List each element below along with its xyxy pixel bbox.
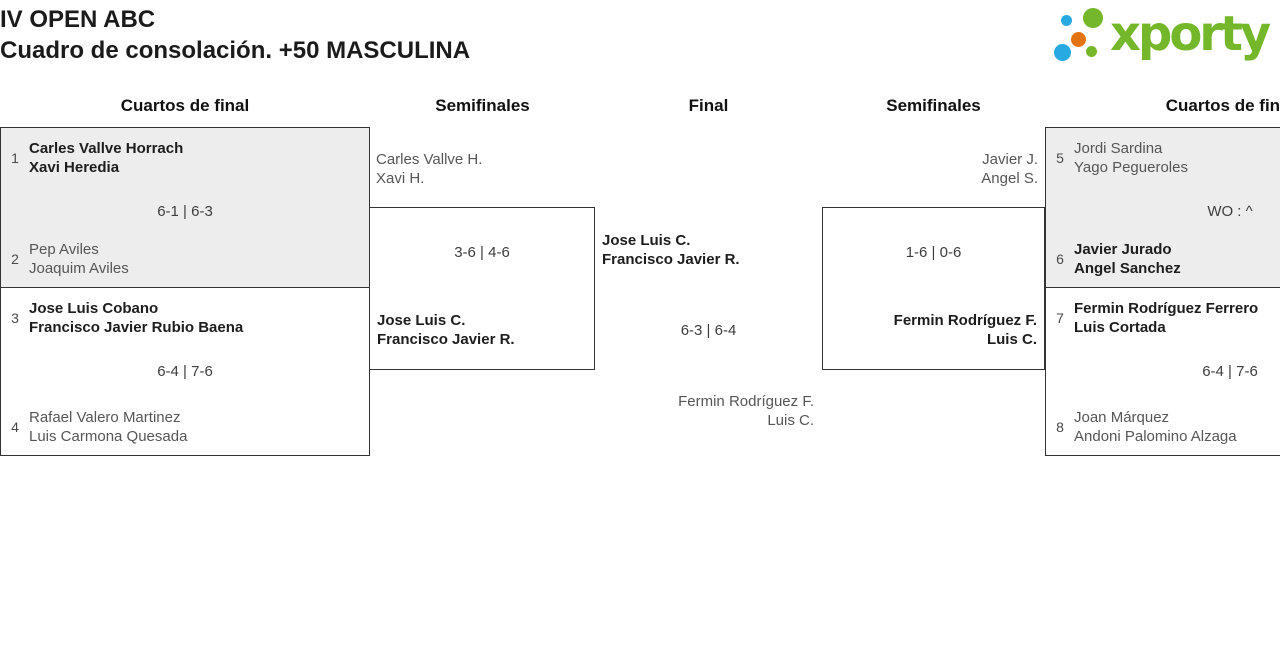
team-pair: 3 Jose Luis Cobano Francisco Javier Rubi… <box>1 299 369 337</box>
match-box-qf-right-2[interactable]: 7 Fermin Rodríguez Ferrero Luis Cortada … <box>1045 287 1280 456</box>
player-name: Xavi Heredia <box>29 159 120 176</box>
seed-number: 7 <box>1056 310 1064 326</box>
logo-dot-icon <box>1054 44 1071 61</box>
player-name: Jose Luis C. <box>602 232 691 249</box>
player-name: Fermin Rodríguez F. <box>678 393 814 410</box>
match-score: 1-6 | 0-6 <box>905 244 962 261</box>
player-name: Luis Carmona Quesada <box>29 428 188 445</box>
final-runner-up-team: Fermin Rodríguez F. Luis C. <box>595 392 814 430</box>
xporty-logo[interactable]: xporty <box>1050 6 1280 70</box>
match-box-sf-right[interactable]: 1-6 | 0-6 Fermin Rodríguez F. Luis C. <box>822 207 1045 370</box>
round-header-final: Final <box>688 96 729 115</box>
round-header-sf-right: Semifinales <box>886 96 981 115</box>
team-pair: 5 Jordi Sardina Yago Pegueroles <box>1046 139 1280 177</box>
logo-dot-icon <box>1071 32 1086 47</box>
player-name: Luis C. <box>767 412 814 429</box>
seed-number: 6 <box>1056 251 1064 267</box>
winner-team: Fermin Rodríguez F. Luis C. <box>830 311 1037 349</box>
draw-name: Cuadro de consolación. +50 MASCULINA <box>0 37 471 64</box>
match-score: WO : ^ <box>1207 203 1253 220</box>
sf-left-feeder-team: Carles Vallve H. Xavi H. <box>376 150 482 188</box>
player-name: Andoni Palomino Alzaga <box>1074 428 1237 445</box>
player-name: Fermin Rodríguez Ferrero <box>1074 300 1259 317</box>
match-score: 6-4 | 7-6 <box>157 363 213 380</box>
player-name: Francisco Javier Rubio Baena <box>29 319 244 336</box>
seed-number: 3 <box>11 310 19 326</box>
player-name: Luis Cortada <box>1074 319 1166 336</box>
player-name: Joan Márquez <box>1074 409 1170 426</box>
round-header-sf-left: Semifinales <box>435 96 530 115</box>
player-name: Carles Vallve Horrach <box>29 140 184 157</box>
round-header-qf-right: Cuartos de final <box>1165 96 1280 115</box>
final-score: 6-3 | 6-4 <box>680 322 737 339</box>
logo-dot-icon <box>1086 46 1097 57</box>
match-box-qf-left-2[interactable]: 3 Jose Luis Cobano Francisco Javier Rubi… <box>0 287 370 456</box>
seed-number: 4 <box>11 419 19 435</box>
player-name: Fermin Rodríguez F. <box>893 312 1037 329</box>
final-winner-team: Jose Luis C. Francisco Javier R. <box>602 231 740 269</box>
player-name: Carles Vallve H. <box>376 151 483 168</box>
match-score: 6-1 | 6-3 <box>157 203 213 220</box>
page-title: IV OPEN ABC Cuadro de consolación. +50 M… <box>0 4 470 66</box>
player-name: Luis C. <box>986 331 1037 348</box>
player-name: Francisco Javier R. <box>377 331 515 348</box>
player-name: Rafael Valero Martinez <box>29 409 181 426</box>
seed-number: 2 <box>11 251 19 267</box>
player-name: Angel S. <box>981 170 1038 187</box>
player-name: Xavi H. <box>376 170 425 187</box>
match-score: 6-4 | 7-6 <box>1202 363 1258 380</box>
sf-right-feeder-team: Javier J. Angel S. <box>822 150 1038 188</box>
team-pair: 6 Javier Jurado Angel Sanchez <box>1046 240 1280 278</box>
player-name: Jordi Sardina <box>1074 140 1163 157</box>
tournament-name: IV OPEN ABC <box>0 6 156 33</box>
player-name: Javier Jurado <box>1074 241 1172 258</box>
player-name: Joaquim Aviles <box>29 260 129 277</box>
team-pair: 8 Joan Márquez Andoni Palomino Alzaga <box>1046 408 1280 446</box>
match-box-sf-left[interactable]: 3-6 | 4-6 Jose Luis C. Francisco Javier … <box>369 207 595 370</box>
team-pair: 4 Rafael Valero Martinez Luis Carmona Qu… <box>1 408 369 446</box>
logo-dot-icon <box>1061 15 1072 26</box>
seed-number: 5 <box>1056 150 1064 166</box>
player-name: Jose Luis Cobano <box>29 300 159 317</box>
logo-wordmark: xporty <box>1110 6 1271 62</box>
match-score: 3-6 | 4-6 <box>454 244 510 261</box>
player-name: Pep Aviles <box>29 241 99 258</box>
team-pair: 7 Fermin Rodríguez Ferrero Luis Cortada <box>1046 299 1280 337</box>
seed-number: 1 <box>11 150 19 166</box>
round-header-qf-left: Cuartos de final <box>120 96 250 115</box>
player-name: Yago Pegueroles <box>1074 159 1188 176</box>
seed-number: 8 <box>1056 419 1064 435</box>
team-pair: 2 Pep Aviles Joaquim Aviles <box>1 240 369 278</box>
player-name: Javier J. <box>982 151 1038 168</box>
winner-team: Jose Luis C. Francisco Javier R. <box>377 311 587 349</box>
logo-dot-icon <box>1083 8 1103 28</box>
match-box-qf-left-1[interactable]: 1 Carles Vallve Horrach Xavi Heredia 6-1… <box>0 127 370 288</box>
player-name: Francisco Javier R. <box>602 251 740 268</box>
match-box-qf-right-1[interactable]: 5 Jordi Sardina Yago Pegueroles WO : ^ 6… <box>1045 127 1280 288</box>
player-name: Jose Luis C. <box>377 312 466 329</box>
player-name: Angel Sanchez <box>1074 260 1181 277</box>
team-pair: 1 Carles Vallve Horrach Xavi Heredia <box>1 139 369 177</box>
